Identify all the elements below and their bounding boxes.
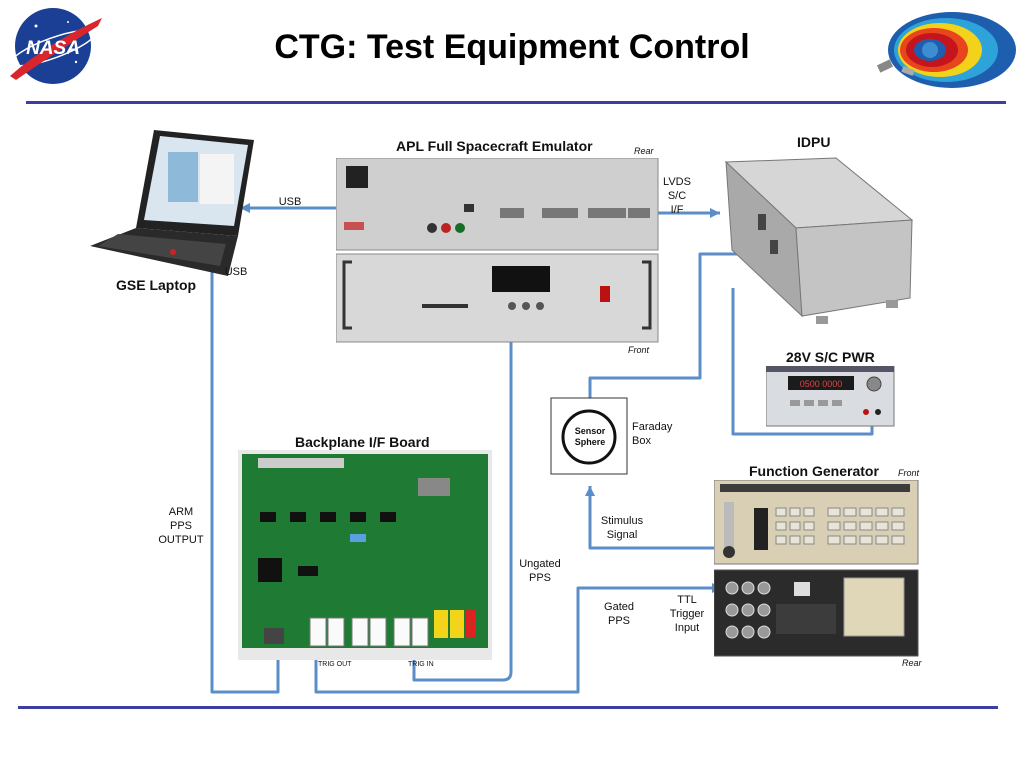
- psu-label: 28V S/C PWR: [786, 349, 875, 365]
- wire-arm-pps: [210, 268, 280, 694]
- emulator-rear-label: Rear: [634, 146, 654, 156]
- funcgen-label: Function Generator: [749, 463, 879, 479]
- funcgen-front-label: Front: [898, 468, 920, 478]
- power-supply: 0500 0000: [766, 366, 895, 427]
- funcgen-rear-label: Rear: [902, 658, 922, 668]
- usb-top-label: USB: [278, 196, 302, 208]
- ungated-pps-label: Ungated PPS: [514, 557, 566, 585]
- wire-ungated-pps: [412, 306, 513, 682]
- ttl-line1: TTL: [677, 594, 697, 606]
- arm-line2: PPS: [169, 520, 192, 532]
- faraday-line1: Faraday: [632, 421, 673, 433]
- sensor-line2: Sphere: [574, 437, 606, 447]
- idpu-box: [724, 157, 914, 324]
- gated-line2: PPS: [607, 615, 630, 627]
- radiation-belts-logo-icon: [876, 12, 1016, 88]
- ttl-trigger-label: TTL Trigger Input: [662, 593, 712, 635]
- usb-side-label: USB: [224, 266, 248, 278]
- wire-gated-pps: [314, 586, 722, 694]
- ttl-line2: Trigger: [669, 608, 705, 620]
- faraday-line2: Box: [632, 435, 651, 447]
- faraday-box: [550, 397, 628, 475]
- stim-line1: Stimulus: [600, 515, 644, 527]
- backplane-board: [238, 450, 492, 660]
- nasa-logo-icon: NASA: [10, 8, 102, 84]
- stimulus-signal-label: Stimulus Signal: [592, 514, 652, 542]
- laptop-label: GSE Laptop: [116, 277, 197, 293]
- trig-in-label: TRIG IN: [408, 661, 434, 668]
- wire-sensor-idpu: [588, 252, 745, 400]
- idpu-label: IDPU: [797, 134, 831, 150]
- power-inlet-icon: [346, 166, 368, 188]
- spacecraft-emulator: [336, 158, 659, 343]
- top-divider: [26, 101, 1006, 104]
- faraday-label: Faraday Box: [632, 420, 686, 448]
- arm-line1: ARM: [168, 506, 194, 518]
- bottom-divider: [18, 706, 998, 709]
- svg-text:NASA: NASA: [26, 38, 80, 59]
- sensor-sphere-icon: [561, 409, 617, 465]
- stim-line2: Signal: [606, 529, 638, 541]
- lvds-line1: LVDS: [663, 176, 691, 188]
- lvds-line3: I/F: [670, 204, 684, 216]
- sensor-sphere-label: Sensor Sphere: [566, 426, 614, 448]
- trig-out-label: TRIG OUT: [318, 661, 352, 668]
- laptop-icon: [90, 130, 254, 276]
- gated-pps-label: Gated PPS: [594, 600, 644, 628]
- svg-text:0500 0000: 0500 0000: [800, 379, 843, 389]
- function-generator: [714, 480, 919, 657]
- slide-title: CTG: Test Equipment Control: [274, 28, 750, 66]
- emulator-title: APL Full Spacecraft Emulator: [396, 138, 593, 154]
- sensor-line1: Sensor: [574, 426, 606, 436]
- emulator-front-label: Front: [628, 345, 650, 355]
- ttl-line3: Input: [674, 622, 700, 634]
- lvds-line2: S/C: [667, 190, 687, 202]
- gated-line1: Gated: [604, 601, 634, 613]
- ungated-line1: Ungated: [519, 558, 561, 570]
- lvds-label: LVDS S/C I/F: [657, 175, 697, 217]
- arm-pps-label: ARM PPS OUTPUT: [150, 505, 212, 547]
- backplane-label: Backplane I/F Board: [295, 434, 430, 450]
- wire-stimulus: [588, 486, 730, 550]
- arm-line3: OUTPUT: [158, 534, 204, 546]
- ungated-line2: PPS: [528, 572, 551, 584]
